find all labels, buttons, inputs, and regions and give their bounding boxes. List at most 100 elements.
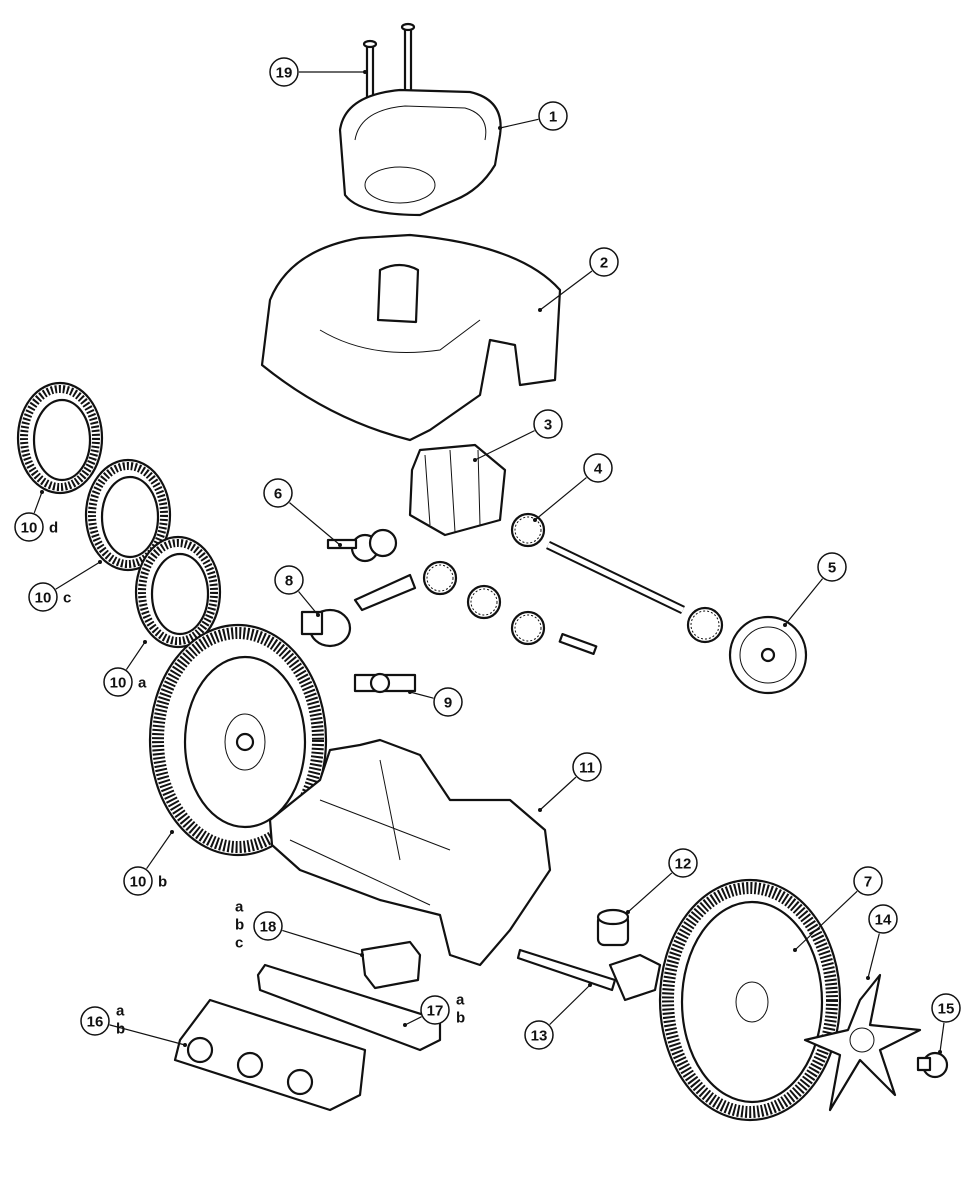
callout-7: 7 bbox=[793, 866, 883, 952]
callout-suffix: a bbox=[116, 1003, 125, 1020]
part-gears bbox=[300, 512, 724, 694]
callout-circle bbox=[931, 993, 961, 1023]
part-turbine bbox=[408, 443, 507, 537]
leader-line bbox=[109, 1024, 186, 1046]
callout-9: 9 bbox=[408, 687, 463, 717]
leader-arrow bbox=[408, 690, 412, 694]
leader-arrow bbox=[40, 490, 44, 494]
leader-line bbox=[125, 641, 146, 670]
callout-circle bbox=[668, 848, 698, 878]
callout-suffix: a bbox=[138, 675, 147, 692]
callout-number: 10 bbox=[35, 590, 52, 607]
callout-circle bbox=[538, 101, 568, 131]
callout-8: 8 bbox=[274, 565, 320, 617]
callout-circle bbox=[28, 582, 58, 612]
leader-line bbox=[627, 872, 673, 913]
callout-suffix: a bbox=[235, 899, 244, 916]
leader-arrow bbox=[473, 458, 477, 462]
leader-arrow bbox=[183, 1043, 187, 1047]
leader-arrow bbox=[538, 808, 542, 812]
callout-number: 1 bbox=[549, 109, 557, 126]
callout-circle bbox=[524, 1020, 554, 1050]
callout-suffix: b bbox=[158, 874, 167, 891]
leader-arrow bbox=[363, 70, 367, 74]
callout-circle bbox=[123, 866, 153, 896]
callout-number: 17 bbox=[427, 1003, 444, 1020]
callout-15: 15 bbox=[931, 993, 961, 1054]
callout-suffix: b bbox=[456, 1010, 465, 1027]
leader-line bbox=[867, 933, 880, 979]
callout-suffix: d bbox=[49, 520, 58, 537]
leader-arrow bbox=[498, 126, 502, 130]
callout-circle bbox=[14, 512, 44, 542]
callout-circle bbox=[533, 409, 563, 439]
callout-circle bbox=[868, 904, 898, 934]
part-hub bbox=[728, 615, 808, 695]
part-wheel-right bbox=[658, 878, 842, 1122]
leader-line bbox=[474, 430, 535, 461]
callout-10d: 10 d bbox=[14, 490, 58, 542]
leader-line bbox=[549, 984, 591, 1025]
callout-11: 11 bbox=[538, 752, 602, 812]
callout-4: 4 bbox=[533, 453, 613, 522]
callout-circle bbox=[853, 866, 883, 896]
part-weight bbox=[360, 940, 422, 990]
callout-suffix: c bbox=[63, 590, 71, 607]
part-tires bbox=[16, 381, 222, 649]
leader-line bbox=[409, 691, 434, 699]
callout-number: 3 bbox=[544, 417, 552, 434]
leader-line bbox=[539, 776, 577, 811]
callout-number: 13 bbox=[531, 1028, 548, 1045]
callout-number: 11 bbox=[579, 760, 595, 777]
leader-line bbox=[534, 477, 587, 521]
leader-line bbox=[499, 118, 539, 129]
leader-line bbox=[282, 929, 363, 956]
callout-12: 12 bbox=[626, 848, 698, 914]
callout-number: 4 bbox=[594, 461, 603, 478]
callout-circle bbox=[817, 552, 847, 582]
callout-circle bbox=[263, 478, 293, 508]
leader-arrow bbox=[338, 543, 342, 547]
callout-number: 10 bbox=[21, 520, 38, 537]
callout-number: 2 bbox=[600, 255, 608, 272]
callout-number: 10 bbox=[110, 675, 127, 692]
leader-arrow bbox=[143, 640, 147, 644]
callout-number: 15 bbox=[938, 1001, 955, 1018]
callout-6: 6 bbox=[263, 478, 342, 547]
part-bushing bbox=[596, 908, 630, 947]
callout-number: 16 bbox=[87, 1014, 104, 1031]
callout-1: 1 bbox=[498, 101, 568, 131]
callout-number: 5 bbox=[828, 560, 836, 577]
callout-circle bbox=[274, 565, 304, 595]
part-star-hubcap bbox=[803, 973, 922, 1112]
callout-circle bbox=[583, 453, 613, 483]
part-axle bbox=[516, 948, 662, 1002]
leader-arrow bbox=[403, 1023, 407, 1027]
callout-19: 19 bbox=[269, 57, 367, 87]
leader-arrow bbox=[360, 953, 364, 957]
leader-line bbox=[404, 1016, 422, 1026]
callout-10a: 10 a bbox=[103, 640, 147, 697]
part-skirt-rollers bbox=[173, 998, 367, 1112]
leader-arrow bbox=[866, 976, 870, 980]
part-top-cover bbox=[338, 88, 502, 217]
part-skirt-front bbox=[256, 963, 442, 1052]
callout-circle bbox=[269, 57, 299, 87]
part-chassis bbox=[268, 738, 552, 967]
leader-line bbox=[539, 270, 593, 311]
callout-suffix: c bbox=[235, 935, 243, 952]
callout-circle bbox=[253, 911, 283, 941]
callout-suffix: b bbox=[235, 917, 244, 934]
callout-circle bbox=[589, 247, 619, 277]
callout-3: 3 bbox=[473, 409, 563, 462]
leader-line bbox=[939, 1022, 945, 1053]
callout-circle bbox=[103, 667, 133, 697]
callout-number: 10 bbox=[130, 874, 147, 891]
callout-number: 14 bbox=[875, 912, 892, 929]
leader-line bbox=[794, 890, 858, 951]
callout-10c: 10 c bbox=[28, 560, 102, 612]
callout-number: 9 bbox=[444, 695, 452, 712]
callout-14: 14 bbox=[866, 904, 898, 980]
